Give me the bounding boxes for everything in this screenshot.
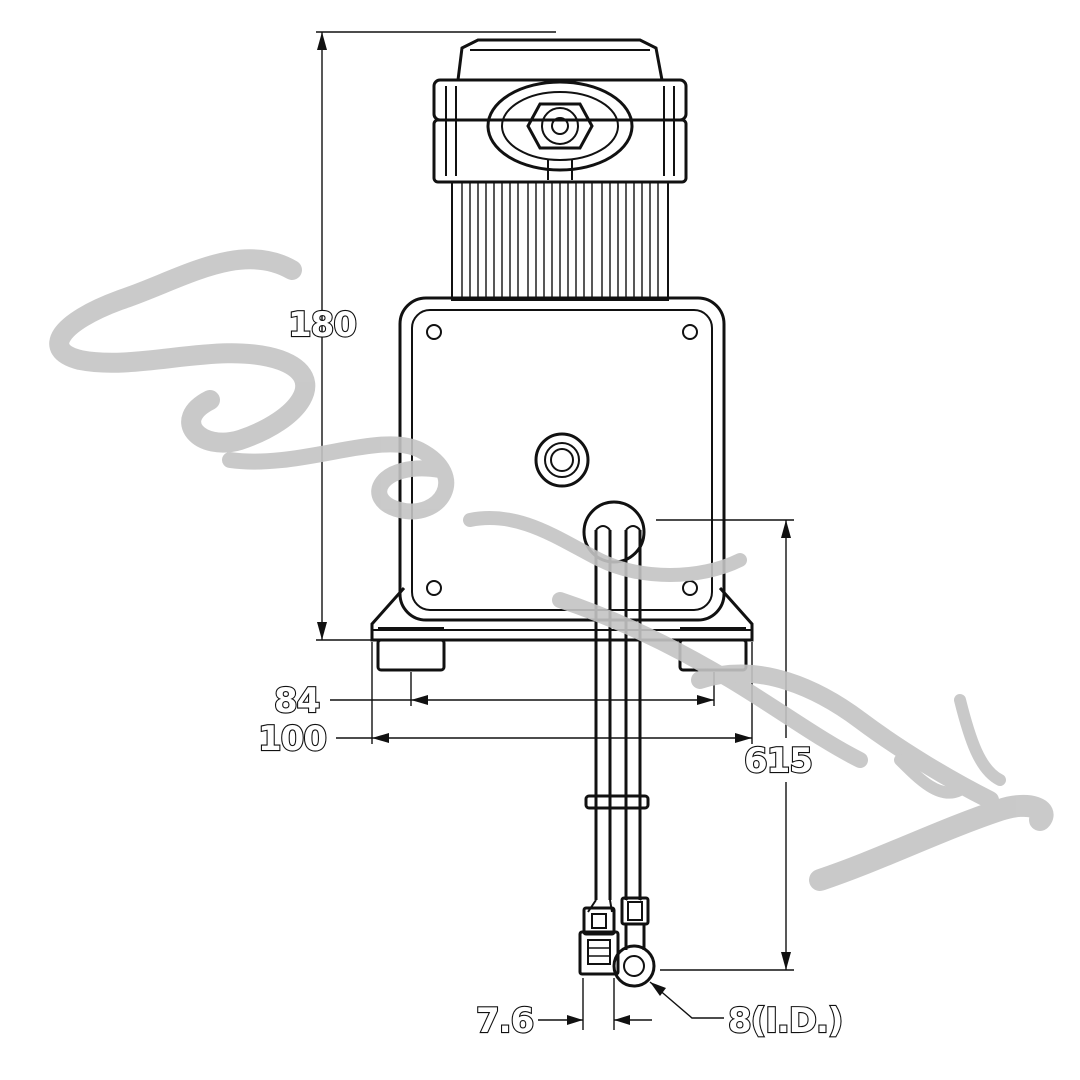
dimension-height-label: 180 <box>288 305 356 345</box>
dimension-cable-length <box>656 519 794 971</box>
mounting-base <box>370 587 754 672</box>
power-cable <box>584 525 650 900</box>
dimension-connector-width-label: 7.6 <box>476 1001 533 1041</box>
ring-terminal <box>612 896 656 988</box>
dimension-height <box>316 31 556 641</box>
dimension-outer-width-label: 100 <box>258 719 326 759</box>
dimension-ring-terminal-label: 8(I.D.) <box>728 1001 842 1041</box>
cooling-fins <box>451 181 669 301</box>
dimension-inner-width <box>330 672 715 706</box>
compressor <box>370 38 754 672</box>
dimension-outer-width <box>336 642 753 744</box>
blade-connector <box>578 899 620 976</box>
motor-housing <box>398 296 726 622</box>
dimension-connector-width <box>538 978 652 1030</box>
dimension-cable-length-label: 615 <box>744 741 812 781</box>
leader-ring-terminal <box>649 981 724 1019</box>
cable-tie <box>584 794 650 810</box>
dimension-inner-width-label: 84 <box>274 681 320 721</box>
watermark-signature <box>49 249 1054 891</box>
cylinder-head <box>432 38 688 184</box>
